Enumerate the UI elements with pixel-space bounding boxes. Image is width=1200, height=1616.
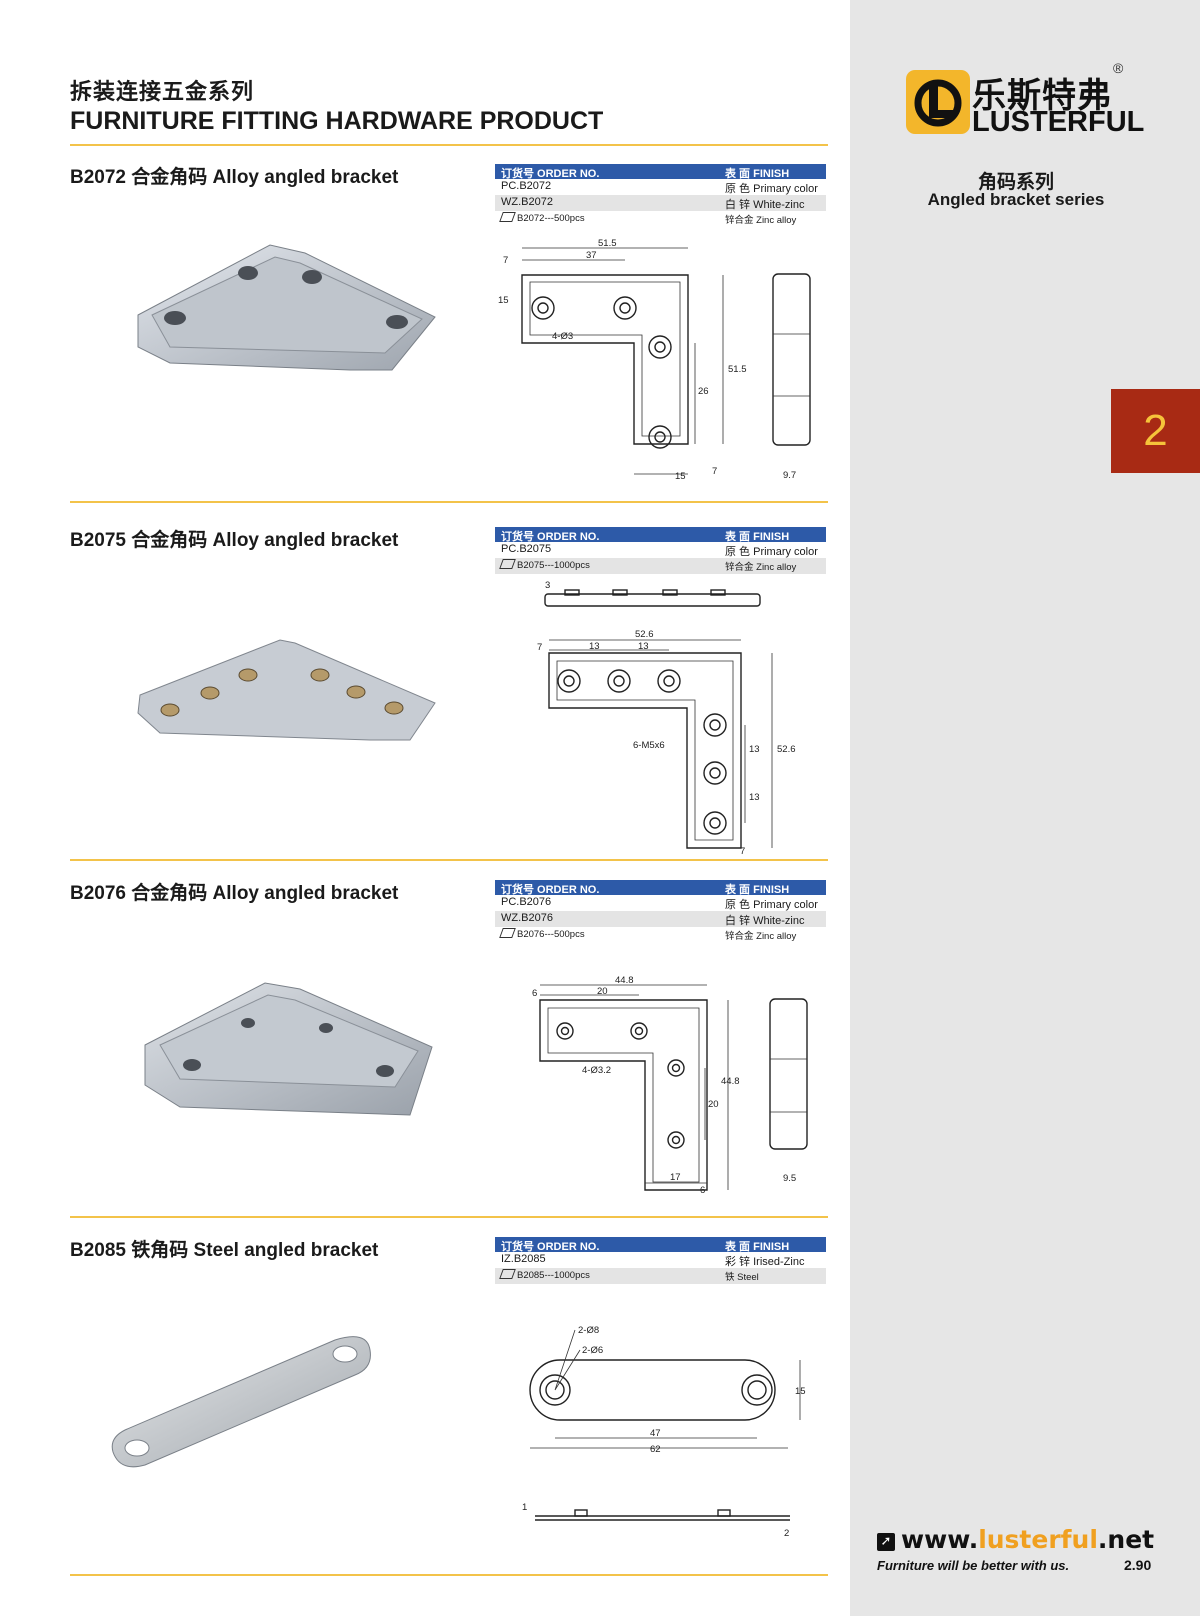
product-photo-b2076 [144,982,433,1116]
dim-label: 4-Ø3 [552,331,573,342]
dim-label: 13 [638,641,649,652]
product-photo-b2072 [137,244,436,371]
dim-label: 52.6 [635,629,654,640]
order-table-header: 订货号 ORDER NO.表 面 FINISH [495,164,826,180]
order-table-header: 订货号 ORDER NO.表 面 FINISH [495,1237,826,1253]
url-prefix: www. [901,1525,979,1554]
series-title-en: Angled bracket series [927,190,1105,209]
dim-label: 62 [650,1444,661,1455]
dim-label: 20 [708,1099,719,1110]
page-number: 2.90 [1124,1557,1152,1573]
dim-label: 44.8 [615,975,634,986]
brand-logo: 乐斯特弗 LUSTERFUL ® [906,60,1144,138]
order-table-header: 订货号 ORDER NO.表 面 FINISH [495,880,826,896]
product-title: B2085 铁角码 Steel angled bracket [70,1240,379,1261]
dim-label: 26 [698,386,709,397]
divider [70,1216,828,1218]
dim-label: 15 [675,471,686,482]
dim-label: 51.5 [728,364,747,375]
package-icon [499,928,516,938]
slogan: Furniture will be better with us. [877,1558,1070,1573]
product-title: B2076 合金角码 Alloy angled bracket [70,883,399,904]
drawing-b2085: 2-Ø8 2-Ø6 15 47 62 1 2 [522,1325,806,1539]
dim-label: 7 [712,466,717,477]
dim-label: 3 [545,580,550,591]
package-icon [499,212,516,222]
divider [70,501,828,503]
page-title-cn: 拆装连接五金系列 [70,79,255,104]
dim-label: 7 [537,642,542,653]
registered-mark: ® [1113,60,1124,76]
lusterful-logo-icon [906,70,970,134]
dim-label: 7 [503,255,508,266]
dim-label: 9.5 [783,1173,796,1184]
dim-label: 44.8 [721,1076,740,1087]
series-title-cn: 角码系列 [977,172,1054,193]
dim-label: 13 [749,792,760,803]
drawing-b2072: 51.5 37 7 15 4-Ø3 51.5 26 15 7 9.7 [498,238,811,482]
product-photo-b2075 [137,639,436,741]
dim-label: 7 [740,846,745,857]
product-title: B2075 合金角码 Alloy angled bracket [70,530,399,551]
dim-label: 6 [700,1185,705,1196]
product-photo-b2085 [111,1336,371,1468]
divider [70,859,828,861]
package-icon [499,1269,516,1279]
dim-label: 15 [795,1386,806,1397]
package-icon [499,559,516,569]
dim-label: 1 [522,1502,527,1513]
section-tab-number[interactable]: 2 [1111,389,1200,473]
dim-label: 13 [749,744,760,755]
dim-label: 2-Ø8 [578,1325,599,1336]
divider [70,144,828,146]
dim-label: 4-Ø3.2 [582,1065,611,1076]
sidebar [850,0,1200,1616]
brand-name-cn: 乐斯特弗 [972,77,1112,115]
dim-label: 47 [650,1428,661,1439]
dim-label: 52.6 [777,744,796,755]
drawing-b2076: 44.8 6 20 4-Ø3.2 44.8 20 17 6 9.5 [532,975,808,1196]
dim-label: 13 [589,641,600,652]
url-brand: lusterful [978,1525,1098,1554]
dim-label: 15 [498,295,509,306]
website-link[interactable]: ➚ www.lusterful.net [877,1525,1154,1554]
dim-label: 2 [784,1528,789,1539]
url-suffix: .net [1097,1525,1155,1554]
dim-label: 17 [670,1172,681,1183]
dim-label: 9.7 [783,470,796,481]
brand-name-en: LUSTERFUL [972,106,1145,138]
dim-label: 6-M5x6 [633,740,665,751]
dim-label: 6 [532,988,537,999]
drawing-b2075: 3 52.6 7 13 13 6-M5x6 13 52.6 13 7 [537,580,796,857]
link-arrow-icon: ➚ [877,1533,895,1551]
dim-label: 51.5 [598,238,617,249]
dim-label: 20 [597,986,608,997]
dim-label: 2-Ø6 [582,1345,603,1356]
order-table-header: 订货号 ORDER NO.表 面 FINISH [495,527,826,543]
dim-label: 37 [586,250,597,261]
divider [70,1574,828,1576]
product-title: B2072 合金角码 Alloy angled bracket [70,167,399,188]
page-title-en: FURNITURE FITTING HARDWARE PRODUCT [70,107,604,135]
